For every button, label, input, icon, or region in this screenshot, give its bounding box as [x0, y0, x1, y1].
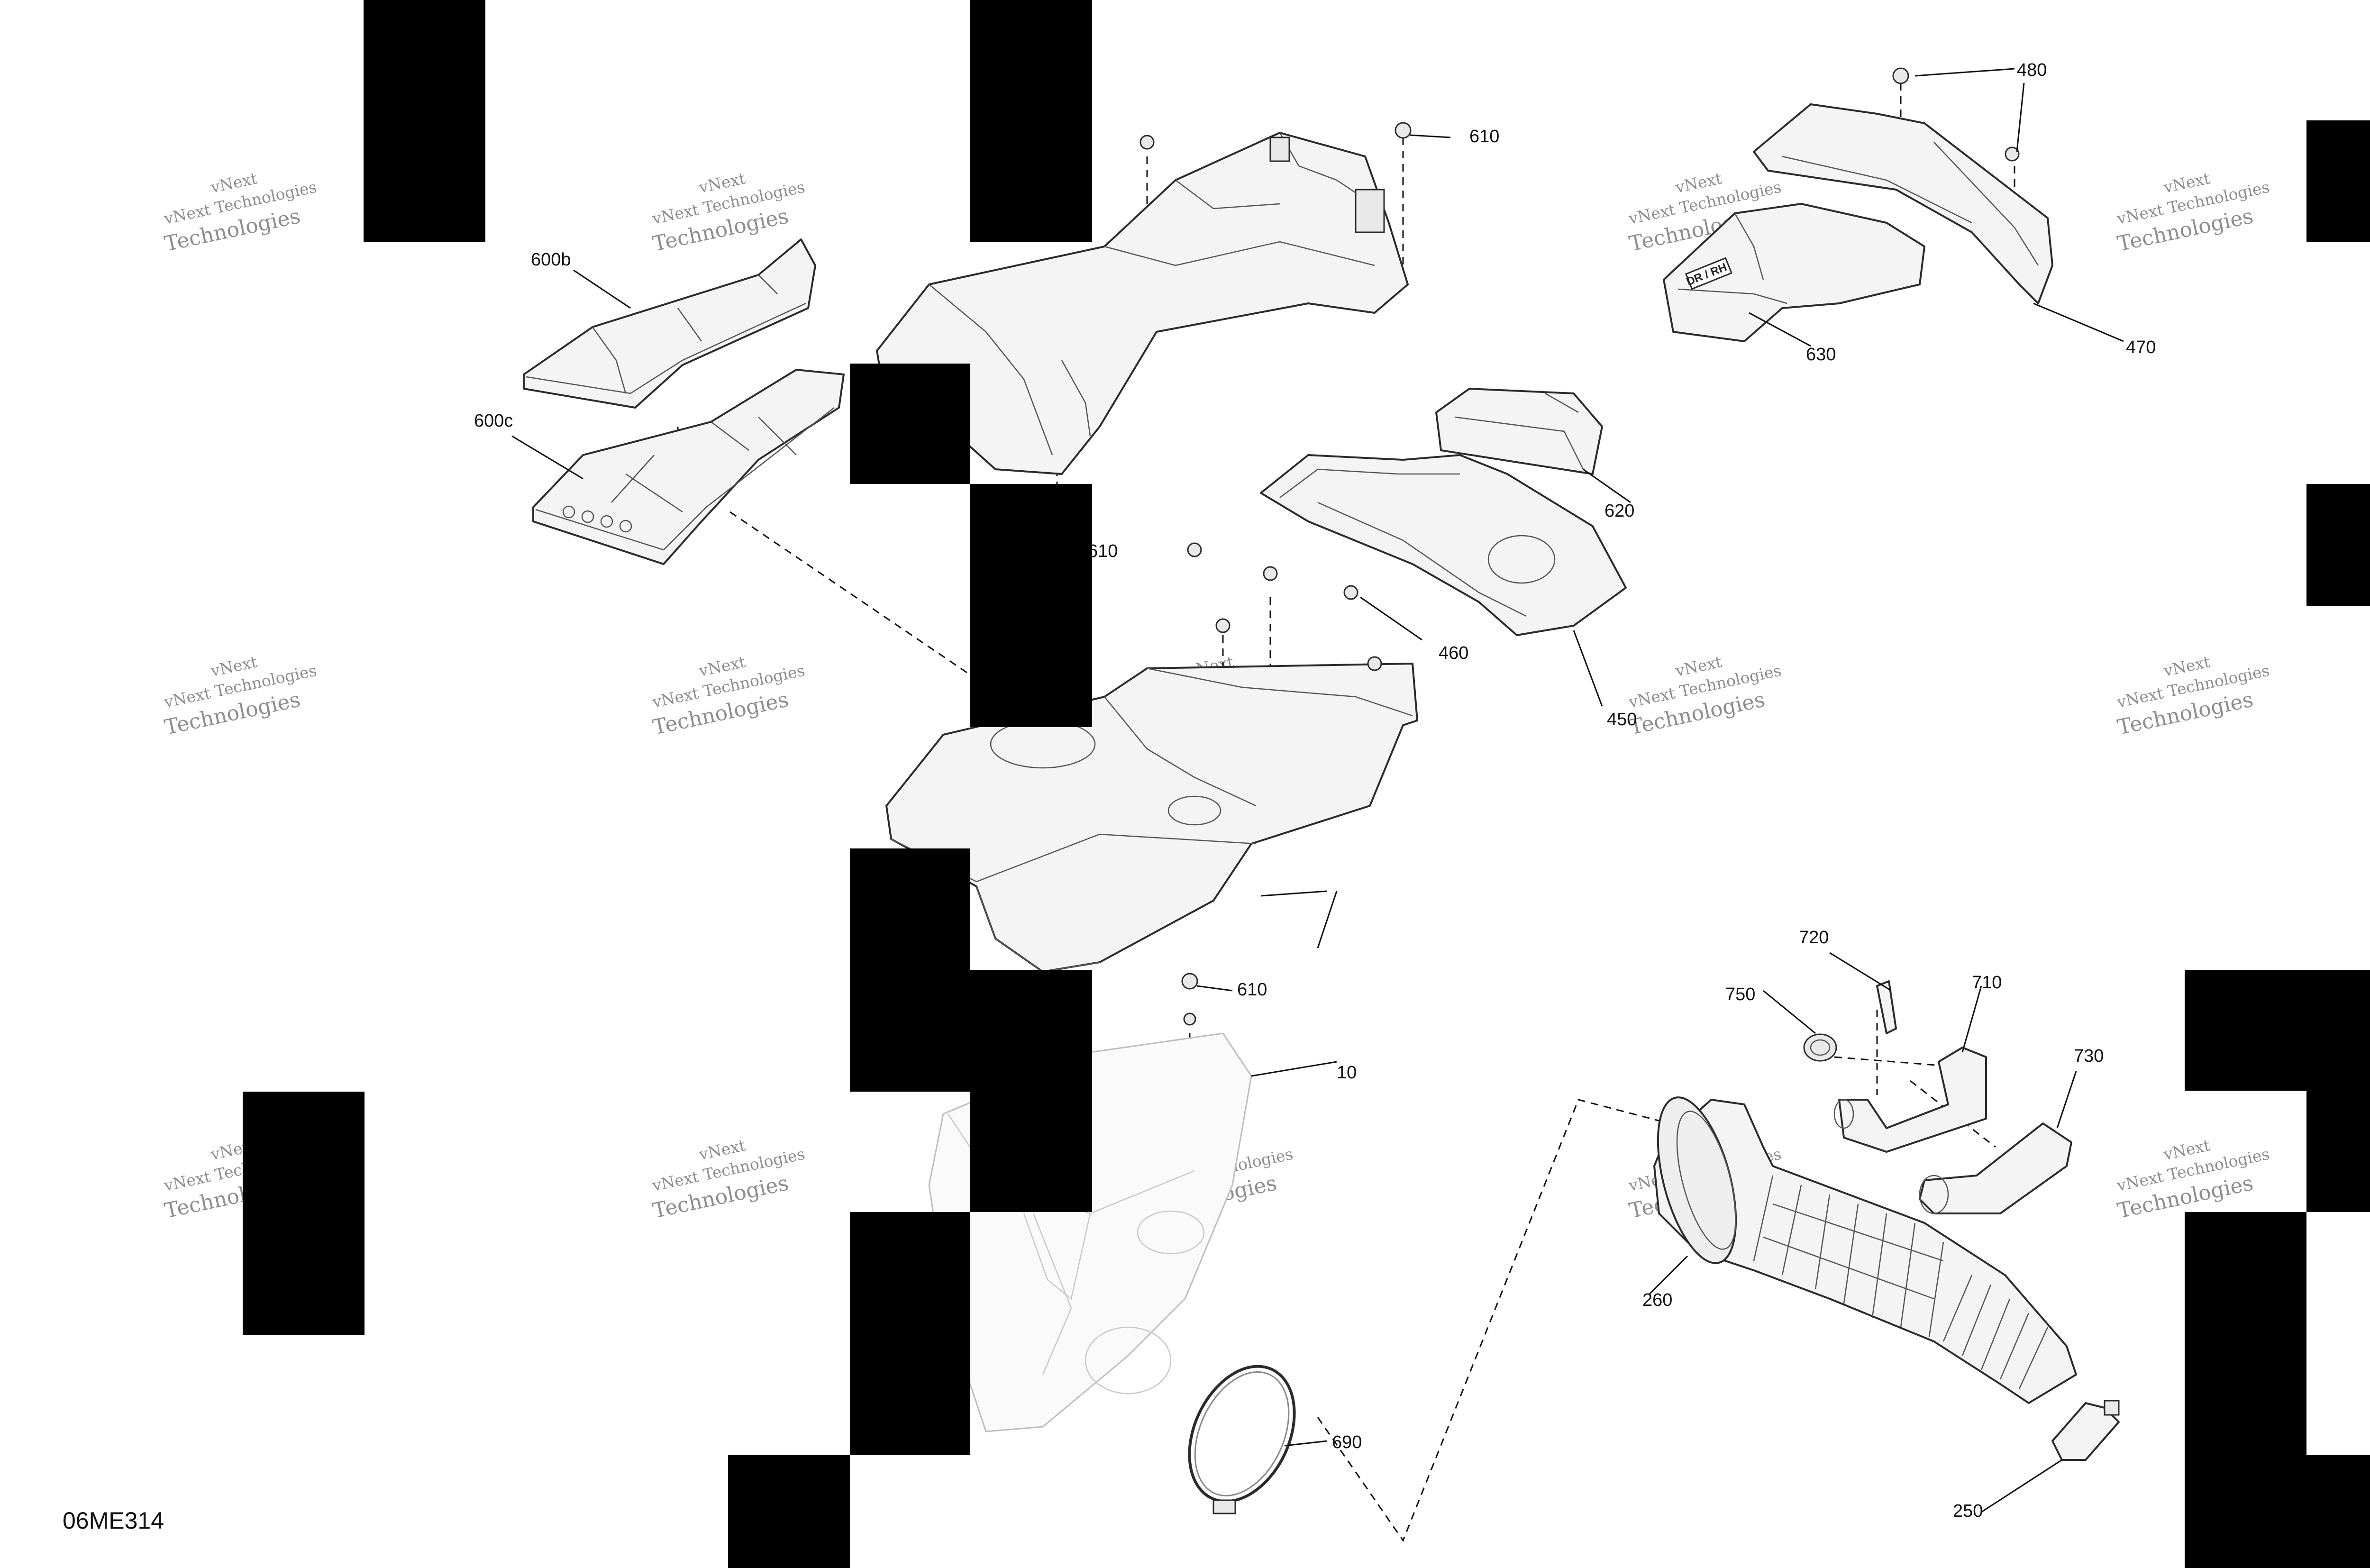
redaction-masks [243, 0, 2370, 1568]
fasteners [1139, 67, 2020, 1026]
callout-450: 450 [1607, 710, 1637, 729]
watermark: vNext vNext Technologies Technologies [650, 1136, 807, 1223]
callout-10: 10 [1337, 1063, 1357, 1083]
redaction-block [2306, 484, 2370, 606]
watermark: vNext vNext Technologies Technologies [2115, 652, 2271, 739]
callout-720: 720 [1799, 928, 1829, 948]
part-630-duct: DR / RH [1663, 203, 1925, 342]
callout-620: 620 [1604, 501, 1634, 521]
callout-730: 730 [2074, 1046, 2104, 1066]
watermark: vNext vNext Technologies Technologies [162, 652, 319, 739]
callout-250: 250 [1953, 1501, 1983, 1521]
redaction-block [2306, 1091, 2370, 1212]
part-730-hose [1919, 1122, 2072, 1214]
part-260-hose [1653, 1096, 2077, 1404]
redaction-block [850, 364, 970, 484]
callout-480: 480 [2017, 60, 2047, 80]
watermark: vNext vNext Technologies Technologies [1627, 652, 1783, 739]
callout-690: 690 [1332, 1432, 1362, 1452]
watermark: vNext vNext Technologies Technologies [162, 169, 319, 256]
callout-750: 750 [1725, 985, 1755, 1004]
callout-600c: 600c [474, 411, 513, 431]
callout-600b: 600b [531, 250, 571, 270]
callout-610-bottom: 610 [1237, 980, 1267, 1000]
clamp-690 [1188, 1365, 1296, 1514]
callout-630: 630 [1806, 345, 1836, 365]
callout-610-top: 610 [1469, 127, 1499, 146]
watermark: vNext vNext Technologies Technologies [650, 169, 807, 256]
callout-610-middle: 610 [1088, 541, 1118, 561]
redaction-block [243, 1092, 365, 1335]
figure-id: 06ME314 [63, 1507, 164, 1534]
redaction-block [2185, 1212, 2306, 1568]
part-600b-cover [523, 238, 816, 409]
watermark: vNext vNext Technologies Technologies [650, 652, 807, 739]
redaction-block [2185, 970, 2370, 1091]
callouts: 600b 600c 610 610 610 480 470 630 620 46… [474, 60, 2156, 1521]
redaction-block [728, 1455, 850, 1568]
part-620-inlet [1435, 388, 1603, 475]
redaction-block [850, 848, 970, 1092]
watermark: vNext vNext Technologies Technologies [2115, 169, 2271, 256]
callout-260: 260 [1642, 1290, 1672, 1310]
redaction-block [970, 0, 1092, 242]
redaction-block [970, 484, 1092, 727]
leader-lines [511, 68, 2124, 1513]
part-470-cover [1753, 103, 2053, 304]
part-450-duct [1260, 454, 1627, 636]
callout-460: 460 [1439, 643, 1468, 663]
redaction-block [850, 1212, 970, 1455]
part-750-cap [1803, 1033, 1837, 1062]
upper-airbox-housing [876, 132, 1409, 475]
clamp-250 [2051, 1400, 2120, 1461]
main-airbox-10 [885, 663, 1418, 973]
redaction-block [2306, 120, 2370, 242]
redaction-block [2306, 1455, 2370, 1568]
redaction-block [364, 0, 485, 242]
callout-710: 710 [1972, 973, 2002, 993]
watermark: vNext vNext Technologies Technologies [2115, 1136, 2271, 1223]
part-600c-frame [532, 369, 845, 565]
callout-470: 470 [2126, 337, 2156, 357]
redaction-block [970, 970, 1092, 1212]
part-720-tube [1876, 980, 1897, 1034]
part-710-elbow [1833, 1047, 1987, 1153]
